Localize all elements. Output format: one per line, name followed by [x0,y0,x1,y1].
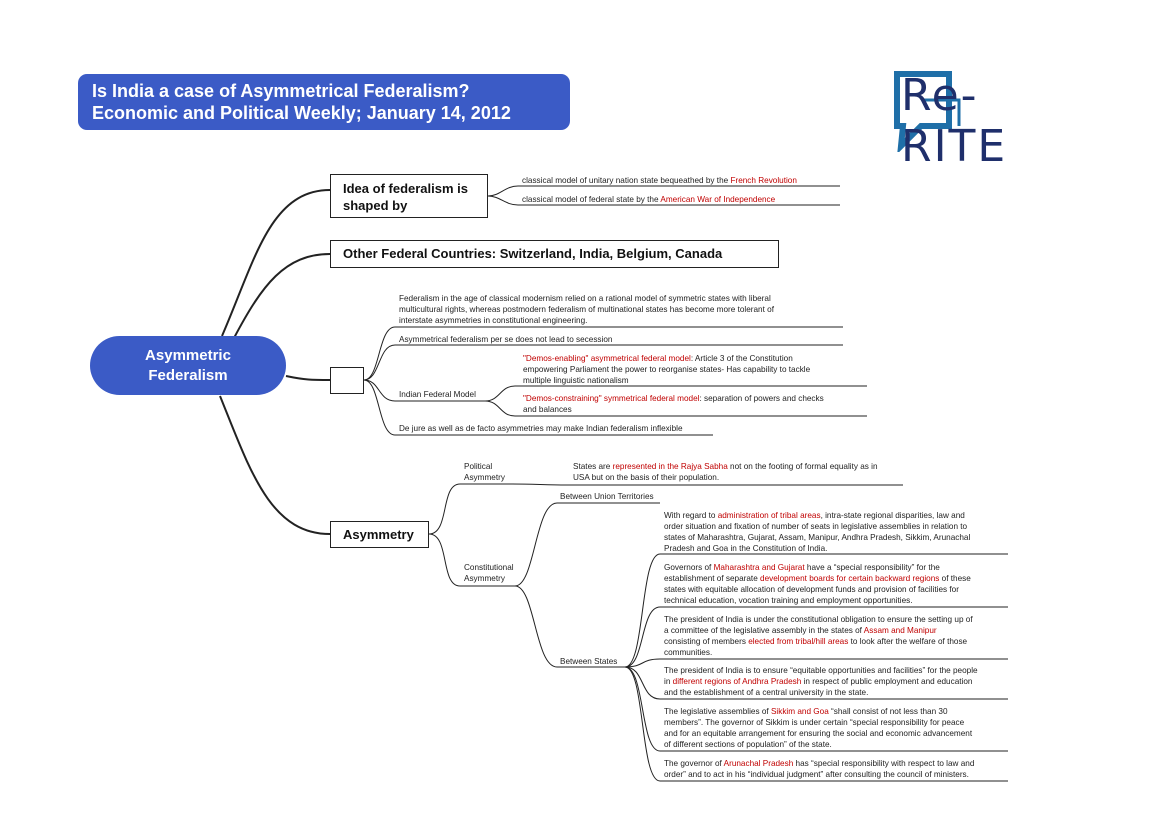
logo-text: Re-RITE [901,70,1008,172]
root-topic[interactable]: Asymmetric Federalism [90,336,286,395]
logo: Re-RITE [893,70,1083,172]
topic-empty[interactable] [330,367,364,394]
topic-other-federal-countries[interactable]: Other Federal Countries: Switzerland, In… [330,240,779,268]
list-item: States are represented in the Rajya Sabh… [573,462,878,482]
indian-federal-model-label: Indian Federal Model [399,390,476,399]
list-item: "Demos-constraining" symmetrical federal… [523,394,824,414]
between-union-territories-label: Between Union Territories [560,492,654,501]
list-item: classical model of unitary nation state … [522,176,797,185]
topic-label-line-2: shaped by [343,198,408,213]
root-line-2: Federalism [148,367,228,384]
list-item: Federalism in the age of classical moder… [399,294,774,325]
list-item: The president of India is to ensure “equ… [664,666,978,697]
between-states-label: Between States [560,657,618,666]
constitutional-asymmetry-label: Constitutional Asymmetry [464,563,514,583]
topic-label: Asymmetry [343,527,414,542]
list-item: "Demos-enabling" asymmetrical federal mo… [523,354,811,385]
political-asymmetry-label: Political Asymmetry [464,462,505,482]
title-banner: Is India a case of Asymmetrical Federali… [78,74,570,130]
list-item: The president of India is under the cons… [664,615,973,657]
topic-asymmetry[interactable]: Asymmetry [330,521,429,548]
speech-bubble-icon [894,71,961,152]
title-line-2: Economic and Political Weekly; January 1… [92,103,511,123]
title-line-1: Is India a case of Asymmetrical Federali… [92,81,470,101]
list-item: Governors of Maharashtra and Gujarat hav… [664,563,971,605]
root-line-1: Asymmetric [145,347,231,364]
topic-label-line-1: Idea of federalism is [343,181,468,196]
topic-idea-of-federalism[interactable]: Idea of federalism is shaped by [330,174,488,218]
list-item: classical model of federal state by the … [522,195,776,204]
list-item: With regard to administration of tribal … [664,511,971,553]
list-item: De jure as well as de facto asymmetries … [399,424,683,433]
topic-label: Other Federal Countries: Switzerland, In… [343,246,723,261]
list-item: Asymmetrical federalism per se does not … [399,335,613,344]
list-item: The governor of Arunachal Pradesh has “s… [664,759,975,779]
list-item: The legislative assemblies of Sikkim and… [664,707,973,749]
